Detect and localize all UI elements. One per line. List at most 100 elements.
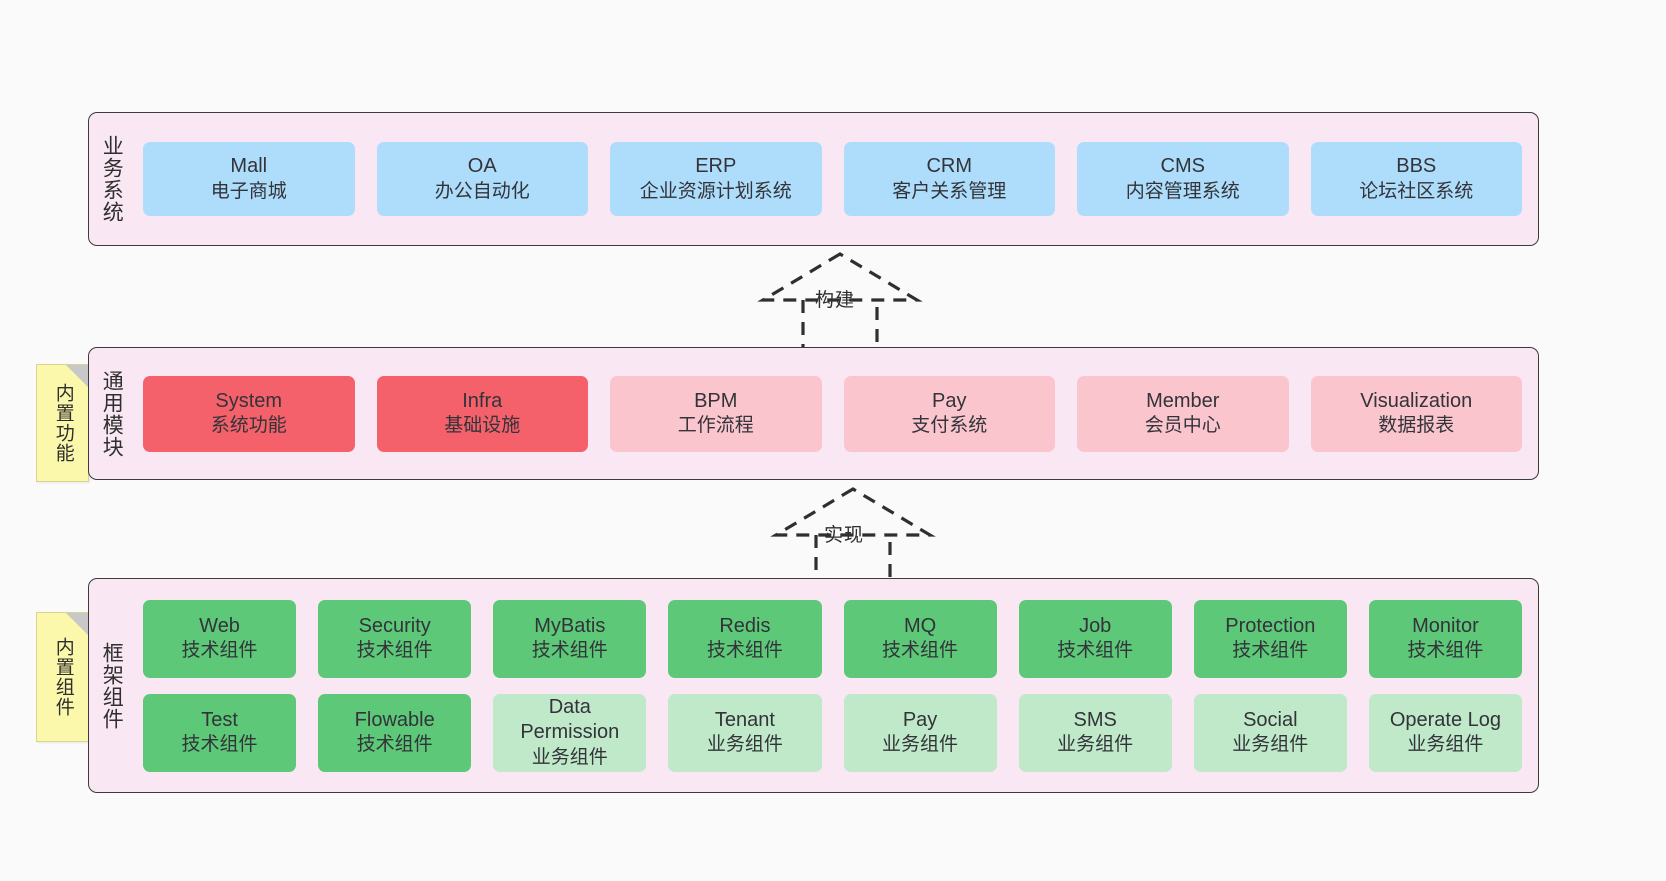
node-subtitle: 技术组件 [706, 640, 783, 662]
layer-body-business: Mall 电子商城 OA 办公自动化 ERP 企业资源计划系统 CRM 客户关系… [133, 113, 1538, 245]
node-pay-module[interactable]: Pay 支付系统 [843, 375, 1055, 452]
connector-implement: 实现 [768, 487, 948, 587]
node-subtitle: 系统功能 [210, 415, 287, 437]
node-subtitle: 业务组件 [531, 746, 608, 768]
node-bbs[interactable]: BBS 论坛社区系统 [1310, 142, 1522, 216]
node-erp[interactable]: ERP 企业资源计划系统 [610, 142, 822, 216]
node-subtitle: 技术组件 [356, 734, 433, 756]
node-title: Pay [902, 708, 938, 731]
node-test[interactable]: Test 技术组件 [143, 693, 297, 772]
layer-body-framework: Web 技术组件 Security 技术组件 MyBatis 技术组件 Redi… [133, 579, 1538, 792]
node-visualization[interactable]: Visualization 数据报表 [1310, 375, 1522, 452]
generalization-arrow-icon [770, 487, 936, 587]
node-mybatis[interactable]: MyBatis 技术组件 [493, 599, 647, 678]
node-subtitle: 办公自动化 [434, 180, 530, 202]
node-flowable[interactable]: Flowable 技术组件 [318, 693, 472, 772]
layer-title-framework: 框架组件 [100, 641, 124, 730]
node-web[interactable]: Web 技术组件 [143, 599, 297, 678]
node-title: Operate Log [1389, 708, 1502, 731]
node-title: ERP [695, 155, 737, 178]
node-title: MQ [903, 614, 937, 637]
note-label: 内置组件 [52, 637, 74, 717]
node-title: CMS [1160, 155, 1205, 178]
node-mall[interactable]: Mall 电子商城 [143, 142, 355, 216]
node-subtitle: 技术组件 [356, 640, 433, 662]
node-subtitle: 业务组件 [706, 734, 783, 756]
node-title: Web [199, 614, 240, 637]
node-title: Infra [462, 389, 503, 412]
node-tenant[interactable]: Tenant 业务组件 [668, 693, 822, 772]
layer-title-business: 业务系统 [100, 135, 124, 223]
layer-business-systems: 业务系统 Mall 电子商城 OA 办公自动化 ERP 企业资源计划系统 CRM… [88, 112, 1539, 246]
node-monitor[interactable]: Monitor 技术组件 [1368, 599, 1522, 678]
node-subtitle: 论坛社区系统 [1359, 180, 1474, 202]
node-subtitle: 技术组件 [181, 734, 258, 756]
node-member[interactable]: Member 会员中心 [1077, 375, 1289, 452]
node-title: Monitor [1412, 614, 1479, 637]
node-social[interactable]: Social 业务组件 [1193, 693, 1347, 772]
node-row: Test 技术组件 Flowable 技术组件 Data Permission … [143, 693, 1522, 772]
node-redis[interactable]: Redis 技术组件 [668, 599, 822, 678]
node-subtitle: 技术组件 [181, 640, 258, 662]
node-system[interactable]: System 系统功能 [143, 375, 355, 452]
node-subtitle: 内容管理系统 [1125, 180, 1240, 202]
node-title: Visualization [1360, 389, 1473, 412]
note-label: 内置功能 [52, 383, 74, 463]
note-fold-corner-icon [66, 365, 88, 387]
layer-title-modules: 通用模块 [100, 369, 124, 458]
node-subtitle: 业务组件 [1407, 734, 1484, 756]
layer-common-modules: 通用模块 System 系统功能 Infra 基础设施 BPM 工作流程 Pay… [88, 347, 1539, 480]
node-mq[interactable]: MQ 技术组件 [843, 599, 997, 678]
node-title: Security [358, 614, 431, 637]
node-row: Web 技术组件 Security 技术组件 MyBatis 技术组件 Redi… [143, 599, 1522, 678]
connector-label-implement: 实现 [824, 525, 865, 546]
node-title: Protection [1225, 614, 1316, 637]
node-protection[interactable]: Protection 技术组件 [1193, 599, 1347, 678]
node-oa[interactable]: OA 办公自动化 [376, 142, 588, 216]
node-subtitle: 技术组件 [531, 640, 608, 662]
node-subtitle: 数据报表 [1378, 415, 1455, 437]
node-operate-log[interactable]: Operate Log 业务组件 [1368, 693, 1522, 772]
node-subtitle: 基础设施 [444, 415, 521, 437]
node-sms[interactable]: SMS 业务组件 [1018, 693, 1172, 772]
node-title: Flowable [354, 708, 435, 731]
node-infra[interactable]: Infra 基础设施 [376, 375, 588, 452]
node-title: Pay [932, 389, 967, 412]
node-title: MyBatis [534, 614, 606, 637]
node-title: BPM [694, 389, 738, 412]
node-title: CRM [926, 155, 973, 178]
node-title: OA [467, 155, 497, 178]
node-security[interactable]: Security 技术组件 [318, 599, 472, 678]
node-bpm[interactable]: BPM 工作流程 [610, 375, 822, 452]
node-title: BBS [1396, 155, 1437, 178]
node-subtitle: 会员中心 [1144, 415, 1221, 437]
node-title: System [215, 389, 283, 412]
node-title: SMS [1073, 708, 1117, 731]
layer-body-modules: System 系统功能 Infra 基础设施 BPM 工作流程 Pay 支付系统… [133, 348, 1538, 479]
node-subtitle: 技术组件 [882, 640, 959, 662]
connector-label-build: 构建 [815, 290, 856, 311]
node-subtitle: 工作流程 [677, 415, 754, 437]
node-title: Mall [230, 155, 268, 178]
node-subtitle: 业务组件 [1232, 734, 1309, 756]
node-title: Social [1243, 708, 1298, 731]
node-data-permission[interactable]: Data Permission 业务组件 [493, 693, 647, 772]
node-title: Test [201, 708, 238, 731]
node-subtitle: 业务组件 [882, 734, 959, 756]
node-cms[interactable]: CMS 内容管理系统 [1077, 142, 1289, 216]
node-crm[interactable]: CRM 客户关系管理 [843, 142, 1055, 216]
node-title: Redis [719, 614, 771, 637]
node-subtitle: 电子商城 [210, 180, 287, 202]
node-subtitle: 业务组件 [1057, 734, 1134, 756]
node-title: Job [1079, 614, 1112, 637]
node-job[interactable]: Job 技术组件 [1018, 599, 1172, 678]
node-pay-component[interactable]: Pay 业务组件 [843, 693, 997, 772]
node-row: System 系统功能 Infra 基础设施 BPM 工作流程 Pay 支付系统… [143, 375, 1522, 452]
note-builtin-functions: 内置功能 [36, 364, 89, 482]
node-subtitle: 支付系统 [911, 415, 988, 437]
connector-build: 构建 [755, 252, 935, 352]
layer-framework-components: 框架组件 Web 技术组件 Security 技术组件 MyBatis 技术组件… [88, 578, 1539, 793]
node-title: Tenant [714, 708, 775, 731]
note-builtin-components: 内置组件 [36, 612, 89, 742]
